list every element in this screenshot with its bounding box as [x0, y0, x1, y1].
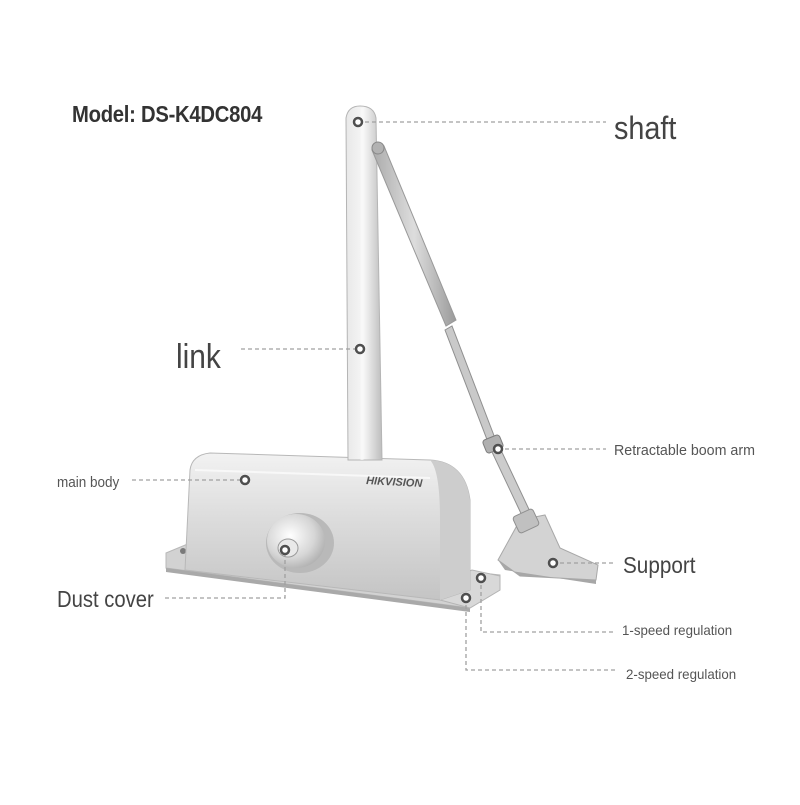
dust-cover-marker — [279, 544, 291, 556]
support-bracket — [497, 508, 599, 584]
label-dust-cover: Dust cover — [57, 586, 154, 612]
label-1-speed-regulation: 1-speed regulation — [622, 622, 733, 638]
leader-lines — [132, 121, 616, 671]
main-body-housing: HIKVISION — [184, 452, 471, 601]
boom-marker — [492, 443, 504, 455]
marker-dots — [239, 116, 559, 604]
shaft-marker — [352, 116, 364, 128]
model-title: Model: DS-K4DC804 — [72, 101, 263, 127]
support-marker — [547, 557, 559, 569]
dust-cover-knob — [266, 513, 334, 573]
link-arm — [345, 105, 383, 461]
speed2-marker — [460, 592, 472, 604]
main-body-marker — [239, 474, 251, 486]
speed1-marker — [475, 572, 487, 584]
label-main-body: main body — [57, 474, 120, 491]
link-marker — [354, 343, 366, 355]
label-support: Support — [623, 552, 696, 578]
brand-logo: HIKVISION — [366, 475, 424, 490]
boom-arm — [371, 141, 535, 525]
label-retractable-boom-arm: Retractable boom arm — [614, 442, 755, 459]
label-2-speed-regulation: 2-speed regulation — [626, 666, 737, 682]
label-link: link — [176, 338, 221, 376]
label-shaft: shaft — [614, 110, 677, 146]
